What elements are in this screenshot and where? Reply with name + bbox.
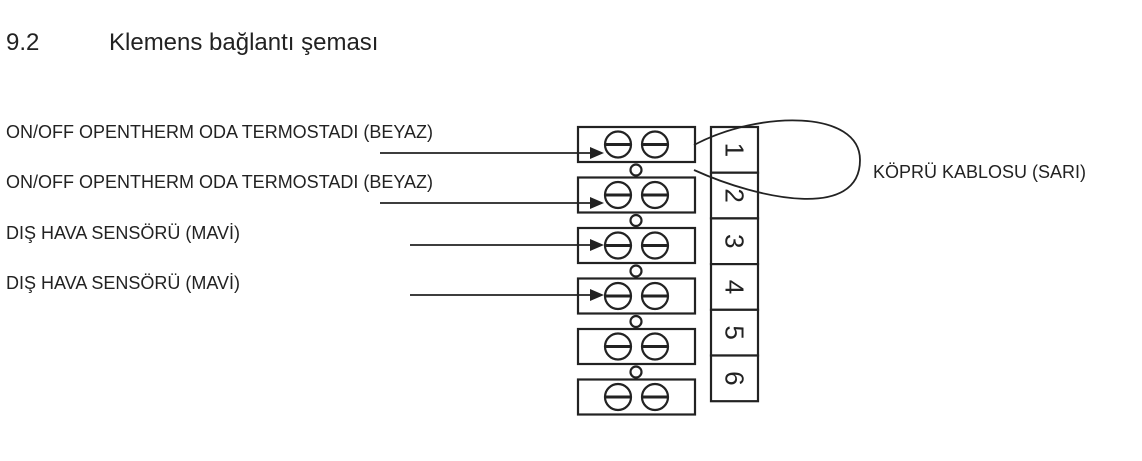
terminal-screw-icon <box>640 281 670 311</box>
bridge-cable-loop <box>693 119 861 200</box>
terminal-screw-icon <box>640 130 670 159</box>
wire-label-outdoor-sensor-1: DIŞ HAVA SENSÖRÜ (MAVİ) <box>6 223 241 243</box>
wire-arrowhead-icon <box>590 289 604 301</box>
terminal-screw-icon <box>640 231 670 260</box>
terminal-number-6: 6 <box>720 371 750 385</box>
wire-label-thermostat-1: ON/OFF OPENTHERM ODA TERMOSTADI (BEYAZ) <box>6 122 434 142</box>
section-heading: 9.2 Klemens bağlantı şeması <box>6 29 378 57</box>
terminal-screw-icon <box>603 231 633 260</box>
terminal-number-cell-5 <box>709 308 760 357</box>
wire-label-thermostat-2: ON/OFF OPENTHERM ODA TERMOSTADI (BEYAZ) <box>6 172 434 192</box>
terminal-block-1 <box>576 125 697 164</box>
terminal-number-1: 1 <box>720 143 750 157</box>
block-link-circle <box>629 264 643 278</box>
terminal-number-2: 2 <box>720 188 750 202</box>
terminal-screw-icon <box>603 281 633 311</box>
terminal-screw-icon <box>603 130 633 159</box>
terminal-screw-icon <box>603 332 633 361</box>
wire-arrowhead-icon <box>590 197 604 209</box>
terminal-number-3: 3 <box>720 234 750 248</box>
terminal-number-cell-6 <box>709 354 760 403</box>
terminal-block-4 <box>576 277 697 315</box>
terminal-screw-icon <box>640 180 670 210</box>
section-number: 9.2 <box>6 29 40 56</box>
terminal-screw-icon <box>603 382 633 412</box>
wire-arrowhead-icon <box>590 239 604 251</box>
bridge-cable-label: KÖPRÜ KABLOSU (SARI) <box>873 162 1087 182</box>
block-link-circle <box>629 365 643 379</box>
terminal-block-6 <box>576 378 697 416</box>
terminal-number-4: 4 <box>720 280 750 294</box>
terminal-screw-icon <box>640 382 670 412</box>
block-link-circle <box>629 213 643 228</box>
terminal-screw-icon <box>603 180 633 210</box>
terminal-number-5: 5 <box>720 325 750 339</box>
terminal-number-cell-4 <box>709 263 760 311</box>
block-link-circle <box>629 163 643 177</box>
wire-label-outdoor-sensor-2: DIŞ HAVA SENSÖRÜ (MAVİ) <box>6 273 241 293</box>
section-title: Klemens bağlantı şeması <box>109 29 379 56</box>
wire-arrowhead-icon <box>590 147 604 159</box>
block-link-circle <box>629 314 643 329</box>
terminal-block-5 <box>576 327 697 366</box>
terminal-block-2 <box>576 176 697 214</box>
terminal-screw-icon <box>640 332 670 361</box>
